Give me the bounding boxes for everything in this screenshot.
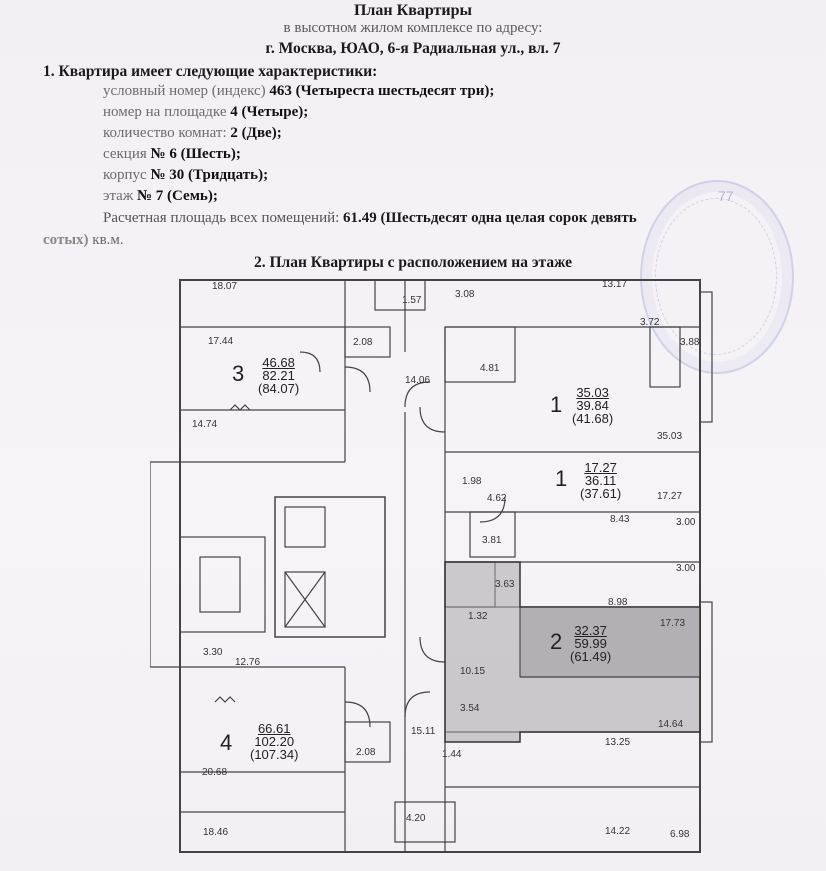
char-line-number: номер на площадке 4 (Четыре); xyxy=(103,104,309,120)
area-label: 3.88 xyxy=(680,337,700,348)
char-line-index: условный номер (индекс) 463 (Четыреста ш… xyxy=(103,83,495,99)
official-stamp-inner xyxy=(655,198,777,355)
area-label: 14.74 xyxy=(192,419,218,430)
area-label: 18.07 xyxy=(212,281,238,292)
floor-plan-drawing xyxy=(150,279,713,853)
area-label: 3.63 xyxy=(495,579,515,590)
char-line-floor: этаж № 7 (Семь); xyxy=(103,188,218,204)
area-label: 14.22 xyxy=(605,826,631,837)
area-label: 3.54 xyxy=(460,703,480,714)
apartment-number: 3 xyxy=(232,361,245,386)
area-label: 10.15 xyxy=(460,666,486,677)
area-label: 13.17 xyxy=(602,279,628,290)
area-label: 13.25 xyxy=(605,737,631,748)
area-label: 18.46 xyxy=(203,827,229,838)
area-label: 4.62 xyxy=(487,493,507,504)
apartment-number: 1 xyxy=(555,466,568,491)
char-line-section: секция № 6 (Шесть); xyxy=(103,146,241,162)
document-title: План Квартиры xyxy=(353,2,473,19)
area-label: 4.81 xyxy=(480,363,500,374)
area-label: 2.08 xyxy=(356,747,376,758)
apartment-number: 4 xyxy=(220,730,233,755)
area-label: 8.43 xyxy=(610,514,630,525)
area-label: 17.73 xyxy=(660,618,686,629)
char-line-rooms: количество комнат: 2 (Две); xyxy=(103,125,282,141)
area-label: 20.68 xyxy=(202,767,228,778)
stamp-number: 77 xyxy=(718,188,734,204)
area-label: 3.72 xyxy=(640,317,660,328)
section1-heading: 1. Квартира имеет следующие характеристи… xyxy=(43,63,378,80)
apartment-number: 2 xyxy=(550,629,563,654)
section2-heading: 2. План Квартиры с расположением на этаж… xyxy=(253,254,573,271)
area-label: 17.27 xyxy=(657,491,683,502)
area-label: 12.76 xyxy=(235,657,261,668)
area-label: 14.64 xyxy=(658,719,684,730)
area-label: 3.08 xyxy=(455,289,475,300)
area-label: 3.81 xyxy=(482,535,502,546)
apartment-number: 1 xyxy=(550,392,563,417)
area-label: 3.00 xyxy=(676,563,696,574)
area-label: 15.11 xyxy=(411,726,436,737)
area-label: 14.06 xyxy=(405,375,431,386)
area-label: 17.44 xyxy=(208,336,234,347)
char-line-building: корпус № 30 (Тридцать); xyxy=(103,167,269,183)
area-label: 6.98 xyxy=(670,829,690,840)
area-label: 4.20 xyxy=(406,813,426,824)
official-stamp xyxy=(640,180,794,374)
area-label: 1.57 xyxy=(402,295,422,306)
document-address: г. Москва, ЮАО, 6-я Радиальная ул., вл. … xyxy=(265,40,561,57)
area-line-cont: сотых) кв.м. xyxy=(43,232,124,248)
area-label: 3.30 xyxy=(203,647,223,658)
area-label: 1.98 xyxy=(462,476,482,487)
area-label: 3.00 xyxy=(676,517,696,528)
area-label: 35.03 xyxy=(657,431,683,442)
area-label: 1.44 xyxy=(442,749,462,760)
floor-plan: 18.07 1.57 3.08 13.17 17.44 2.08 3.72 3.… xyxy=(150,272,725,862)
area-label: 1.32 xyxy=(468,611,488,622)
area-label: 8.98 xyxy=(608,597,628,608)
area-line: Расчетная площадь всех помещений: 61.49 … xyxy=(103,210,637,226)
document-subtitle: в высотном жилом комплексе по адресу: xyxy=(283,20,543,36)
area-label: 2.08 xyxy=(353,337,373,348)
